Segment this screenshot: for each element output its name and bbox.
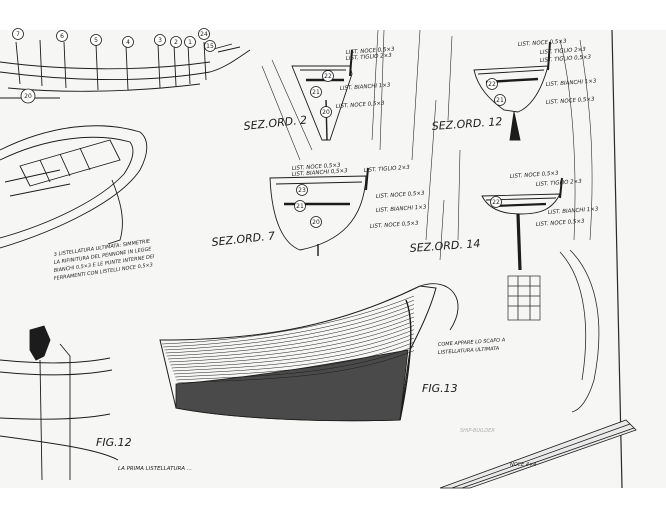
frame-number-circle	[204, 40, 216, 52]
hull-plank-line	[165, 308, 415, 354]
fig12-drawing	[0, 325, 119, 481]
section-part-number: 22	[492, 199, 500, 206]
section-part-circle	[294, 200, 306, 212]
section-label: LIST. TIGLIO 2×3	[364, 165, 411, 174]
section-part-number: 20	[312, 219, 320, 226]
hull-plank-line	[163, 299, 415, 348]
section-label: LIST. BIANCHI 0,5×3	[292, 168, 349, 178]
section-part-number: 21	[296, 203, 304, 210]
frame-number-circle	[56, 30, 68, 42]
stern-outline	[507, 249, 600, 413]
frame-number-circle	[122, 36, 134, 48]
section-label: LIST. NOCE 0,5×3	[336, 101, 386, 110]
section-part-circle	[490, 196, 502, 208]
frame-number: 5	[94, 37, 98, 44]
frame-number-circle	[170, 36, 182, 48]
fig12-label: FIG.12	[96, 436, 132, 449]
section-part-number: 20	[322, 109, 330, 116]
hull-plank-line	[170, 325, 415, 366]
hull-plank-line	[176, 346, 415, 381]
section-label: LIST. NOCE 0,5×3	[510, 171, 560, 180]
frame-number: 7	[16, 31, 20, 38]
note-right-line: LISTELLATURA ULTIMATA	[438, 346, 500, 356]
hull-plank-line	[164, 304, 415, 351]
hull-plank-line	[177, 350, 415, 384]
section-label: LIST. BIANCHI 1×3	[546, 78, 597, 88]
section-part-circle	[310, 86, 322, 98]
hull-plank-line	[171, 329, 415, 369]
frame-number-circle	[90, 34, 102, 46]
section-label: LIST. NOCE 0,5×3	[536, 219, 586, 228]
hull-plank-line	[161, 295, 415, 345]
section-part-number: 21	[496, 97, 504, 104]
section-label: LIST. TIGLIO 2×3	[540, 47, 587, 56]
hull-plank-line	[175, 341, 415, 378]
section-part-circle	[296, 184, 308, 196]
section-label: LIST. NOCE 0,5×3	[370, 221, 420, 230]
hull-plank-line	[173, 337, 415, 375]
frame-number: 2	[174, 39, 178, 46]
section-part-circle	[486, 78, 498, 90]
section-part-circle	[310, 216, 322, 228]
section-part-number: 23	[298, 187, 306, 194]
frame-number-circle	[154, 34, 166, 46]
section-label: LIST. NOCE 0,5×3	[518, 39, 568, 48]
hull-plank-line	[172, 333, 415, 372]
hull-plank-line	[166, 312, 415, 357]
keel-number: 20	[24, 93, 32, 100]
section-label: LIST. NOCE 0,5×3	[546, 97, 596, 106]
deck-drawing	[0, 125, 148, 249]
paper-sheet	[0, 30, 666, 488]
hull-plank-line	[169, 320, 415, 363]
frame-number-row: 7 6 5 4 3 2 1 24 15	[12, 28, 216, 52]
section-14-drawing	[481, 177, 563, 271]
note-right-line: COME APPARE LO SCAFO A	[438, 337, 506, 348]
frame-number: 15	[206, 43, 214, 50]
fig13-label: FIG.13	[422, 382, 458, 395]
section-label: LIST. BIANCHI 1×3	[548, 206, 599, 216]
frame-profile	[0, 39, 251, 99]
hull-plank-line	[167, 316, 415, 360]
keel-number-circle	[20, 88, 36, 104]
section-label: LIST. NOCE 0,5×3	[292, 163, 342, 172]
fig12-caption: LA PRIMA LISTELLATURA ...	[118, 466, 192, 472]
frame-number: 1	[188, 39, 192, 46]
frame-number: 4	[126, 39, 130, 46]
section-2-drawing	[291, 49, 353, 141]
section-label: LIST. TIGLIO 2×3	[346, 53, 393, 62]
frame-number: 24	[200, 31, 208, 38]
section-part-number: 22	[488, 81, 496, 88]
section-label: LIST. NOCE 0,5×3	[346, 47, 396, 56]
fig13-hull	[159, 283, 459, 422]
frame-number-circle	[12, 28, 24, 40]
section-label: LIST. NOCE 0,5×3	[376, 191, 426, 200]
section-label: LIST. BIANCHI 1×3	[340, 82, 391, 92]
section-label: LIST. TIGLIO 0,5×3	[540, 54, 592, 64]
section-part-number: 21	[312, 89, 320, 96]
bottom-plank	[439, 419, 637, 489]
section-title: SEZ.ORD. 12	[431, 115, 502, 133]
section-title: SEZ.ORD. 14	[409, 237, 480, 255]
bottom-right-label: NOCE 4×4	[510, 462, 536, 468]
frame-number: 6	[60, 33, 64, 40]
section-label: LIST. TIGLIO 2×3	[536, 179, 583, 188]
frame-number-circle	[184, 36, 196, 48]
section-part-number: 22	[324, 73, 332, 80]
paper-right-edge	[611, 29, 623, 489]
section-part-circle	[494, 94, 506, 106]
frame-number-circle	[198, 28, 210, 40]
frame-number: 3	[158, 37, 162, 44]
faint-label: SHIP-BUILDER	[460, 428, 495, 434]
rigging-lines	[261, 29, 593, 261]
section-label: LIST. BIANCHI 1×3	[376, 204, 427, 214]
section-part-circle	[322, 70, 334, 82]
section-part-circle	[320, 106, 332, 118]
